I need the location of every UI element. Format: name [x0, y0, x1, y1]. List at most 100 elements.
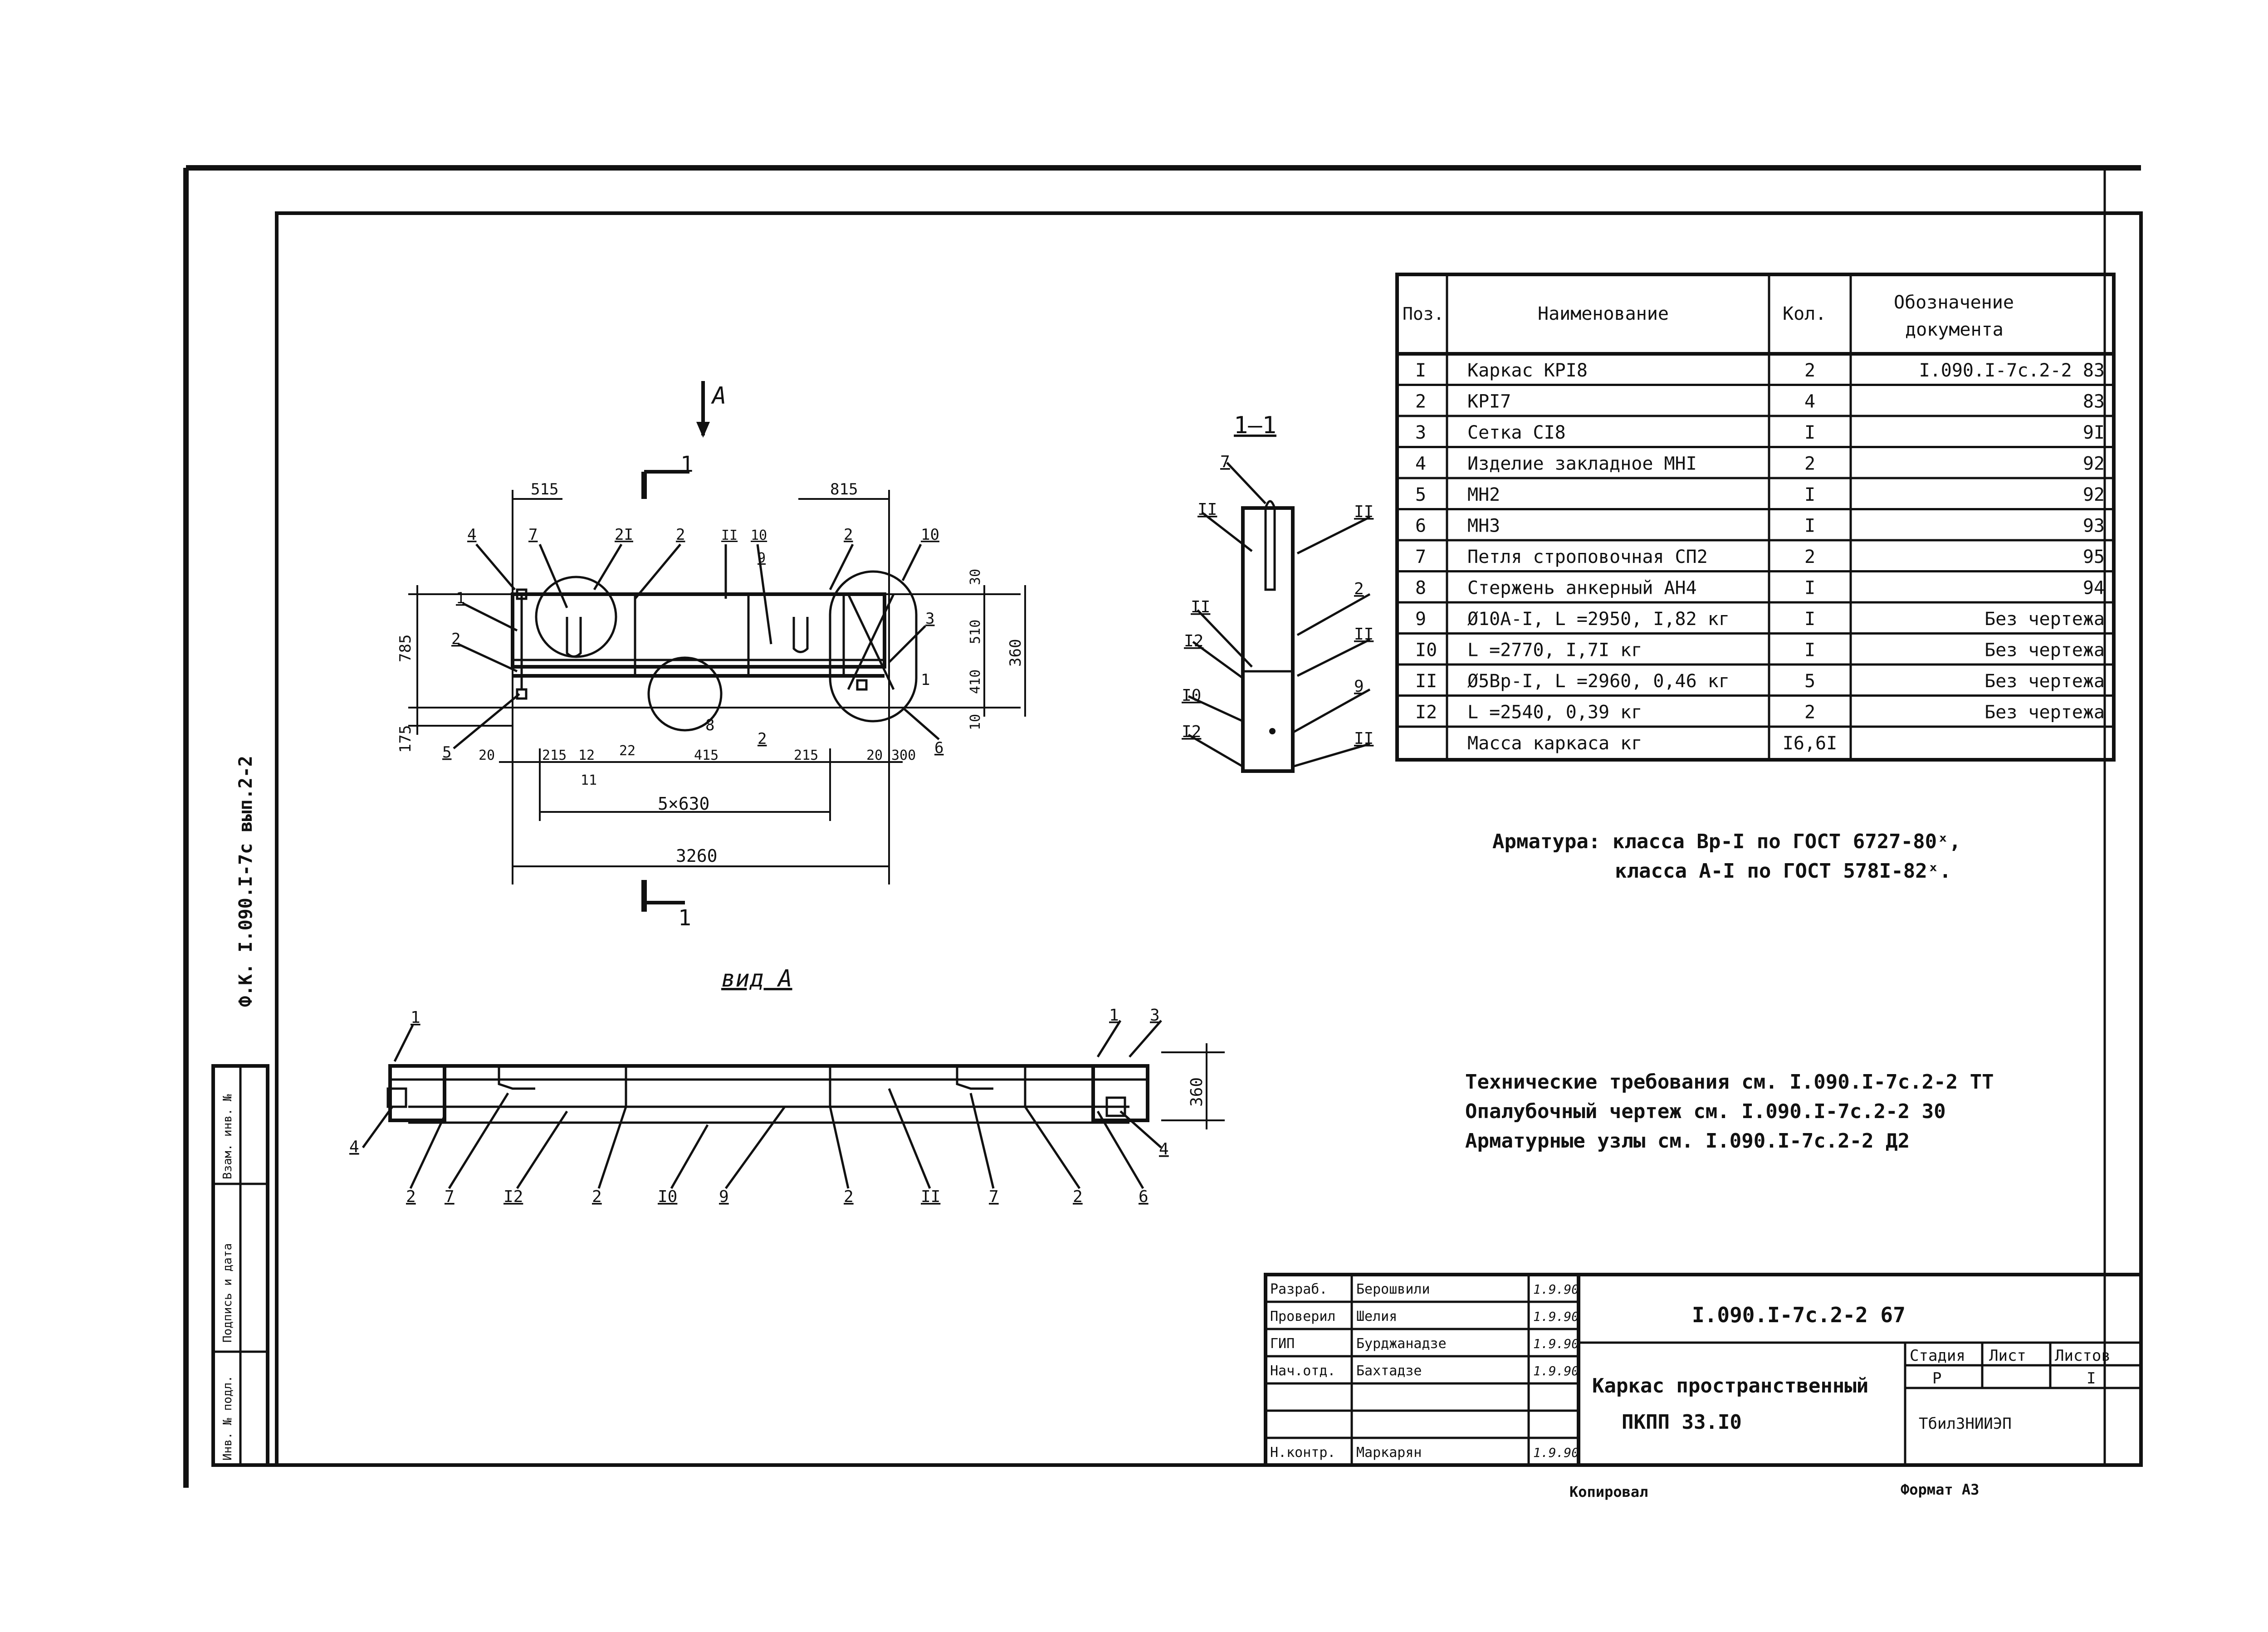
sidebar-vzam-inv: Взам. инв. №: [221, 1094, 235, 1179]
section-a-label: A: [711, 382, 726, 410]
sec-label-11b: II: [1354, 503, 1374, 521]
org-name: ТбилЗНИИЭП: [1919, 1415, 2012, 1433]
spec-cell-pos: 2: [1415, 391, 1426, 412]
spec-cell-pos: II: [1415, 671, 1437, 692]
sheets-value: I: [2087, 1369, 2096, 1388]
dim-215a: 215: [542, 748, 567, 763]
spec-cell-name: L =2540, 0,39 кг: [1467, 702, 1642, 723]
sidebar-inv-podl: Инв. № подл.: [221, 1375, 235, 1461]
dim-11: 11: [581, 772, 597, 788]
title-block-role: Проверил: [1270, 1309, 1336, 1324]
spec-cell-name: Ø10А-I, L =2950, I,82 кг: [1467, 609, 1730, 630]
view-a-dim-360: 360: [1188, 1077, 1206, 1107]
spec-cell-name: Стержень анкерный АН4: [1467, 578, 1697, 599]
note-tech-req: Технические требования см. I.090.I-7с.2-…: [1465, 1070, 1994, 1094]
va-label-2d: 2: [1073, 1187, 1083, 1206]
spec-cell-doc: Без чертежа: [1984, 640, 2105, 661]
va-label-7a: 7: [445, 1187, 455, 1206]
va-label-11: II: [921, 1187, 940, 1206]
dim-415: 415: [694, 748, 719, 763]
dim-span: 5×630: [658, 794, 709, 814]
header-pos: Поз.: [1403, 304, 1444, 324]
view-a: вид А 360 1 1 3: [349, 965, 1225, 1206]
dim-815: 815: [830, 480, 858, 498]
section-1-bottom: 1: [678, 905, 691, 931]
sec-label-12a: I2: [1184, 632, 1203, 650]
sheet-label: Лист: [1989, 1347, 2026, 1365]
title-block-date: 1.9.90: [1533, 1309, 1579, 1324]
spec-cell-qty: I: [1804, 609, 1815, 630]
format-label: Формат А3: [1901, 1481, 1979, 1498]
plan-dimensions: 515 815 785 175 30 510 410 10 360 20 215…: [396, 480, 1026, 884]
title-block-name: Берошвили: [1356, 1281, 1430, 1297]
spec-cell-qty: I: [1804, 484, 1815, 505]
sidebar-vertical-code: Ф.К. I.090.I-7с вып.2-2: [235, 756, 256, 1007]
sec-label-7: 7: [1220, 453, 1230, 471]
section-a-arrow: [696, 422, 710, 438]
spec-cell-doc: 94: [2083, 578, 2105, 599]
sec-label-11a: II: [1198, 500, 1217, 519]
spec-cell-qty: I: [1804, 422, 1815, 443]
dim-22: 22: [619, 743, 635, 759]
view-a-title: вид А: [721, 965, 792, 992]
spec-cell-doc: Без чертежа: [1984, 671, 2105, 692]
callout-2a: 2: [676, 526, 685, 544]
dim-300: 300: [891, 748, 916, 763]
va-label-12: I2: [503, 1187, 523, 1206]
copied-label: Копировал: [1569, 1483, 1648, 1500]
spec-cell-name: МН3: [1467, 516, 1500, 537]
rebar-dot: [1269, 728, 1276, 734]
callout-2d: 2: [758, 730, 767, 748]
spec-cell-pos: 8: [1415, 578, 1426, 599]
spec-cell-qty: I: [1804, 516, 1815, 537]
title-line2: ПКПП 33.I0: [1622, 1411, 1742, 1434]
spec-cell-name: Масса каркаса кг: [1467, 733, 1642, 754]
sheets-label: Листов: [2055, 1347, 2111, 1365]
title-block-date: 1.9.90: [1533, 1282, 1579, 1297]
spec-cell-qty: I: [1804, 578, 1815, 599]
dim-175: 175: [396, 725, 415, 753]
va-label-4a: 4: [349, 1138, 359, 1156]
spec-cell-name: Петля строповочная СП2: [1467, 547, 1708, 567]
callout-10b: 10: [921, 526, 939, 544]
callout-2c: 2: [451, 630, 460, 648]
va-label-9: 9: [719, 1187, 729, 1206]
note-formwork: Опалубочный чертеж см. I.090.I-7с.2-2 30: [1465, 1100, 1946, 1123]
callout-21: 2I: [615, 526, 633, 544]
callout-9: 9: [758, 550, 766, 566]
title-block-role: Н.контр.: [1270, 1445, 1336, 1461]
dim-515: 515: [531, 480, 558, 498]
spec-cell-doc: 83: [2083, 391, 2105, 412]
callout-4: 4: [467, 526, 476, 544]
spec-cell-pos: 5: [1415, 484, 1426, 505]
dim-360: 360: [1007, 639, 1025, 667]
spec-cell-doc: 95: [2083, 547, 2105, 567]
title-block-role: Нач.отд.: [1270, 1363, 1336, 1379]
spec-cell-doc: 93: [2083, 516, 2105, 537]
dim-510: 510: [968, 620, 983, 644]
spec-cell-doc: 92: [2083, 484, 2105, 505]
sidebar-podpis-data: Подпись и дата: [221, 1243, 235, 1343]
sec-label-11c: II: [1191, 598, 1210, 616]
callout-7: 7: [528, 526, 538, 544]
callout-11: II: [721, 528, 738, 543]
va-label-4b: 4: [1159, 1140, 1169, 1158]
spec-cell-pos: 3: [1415, 422, 1426, 443]
spec-cell-qty: 2: [1804, 360, 1815, 381]
callout-6: 6: [934, 739, 943, 757]
dim-total: 3260: [676, 846, 718, 866]
title-block-name: Бахтадзе: [1356, 1363, 1422, 1379]
sec-label-11e: II: [1354, 729, 1374, 748]
header-doc-line2: документа: [1905, 319, 2004, 340]
sidebar-stamp: Ф.К. I.090.I-7с вып.2-2 Инв. № подл. Под…: [211, 756, 269, 1467]
dim-785: 785: [396, 635, 415, 662]
spec-cell-qty: 2: [1804, 702, 1815, 723]
spec-cell-qty: I6,6I: [1783, 733, 1837, 754]
spec-table: Поз. Наименование Кол. Обозначение докум…: [1395, 273, 2116, 762]
va-label-10: I0: [658, 1187, 677, 1206]
spec-cell-pos: I0: [1415, 640, 1437, 661]
dim-30: 30: [968, 569, 983, 585]
title-block-name: Бурджанадзе: [1356, 1336, 1447, 1352]
spec-cell-name: Изделие закладное МНI: [1467, 454, 1697, 474]
